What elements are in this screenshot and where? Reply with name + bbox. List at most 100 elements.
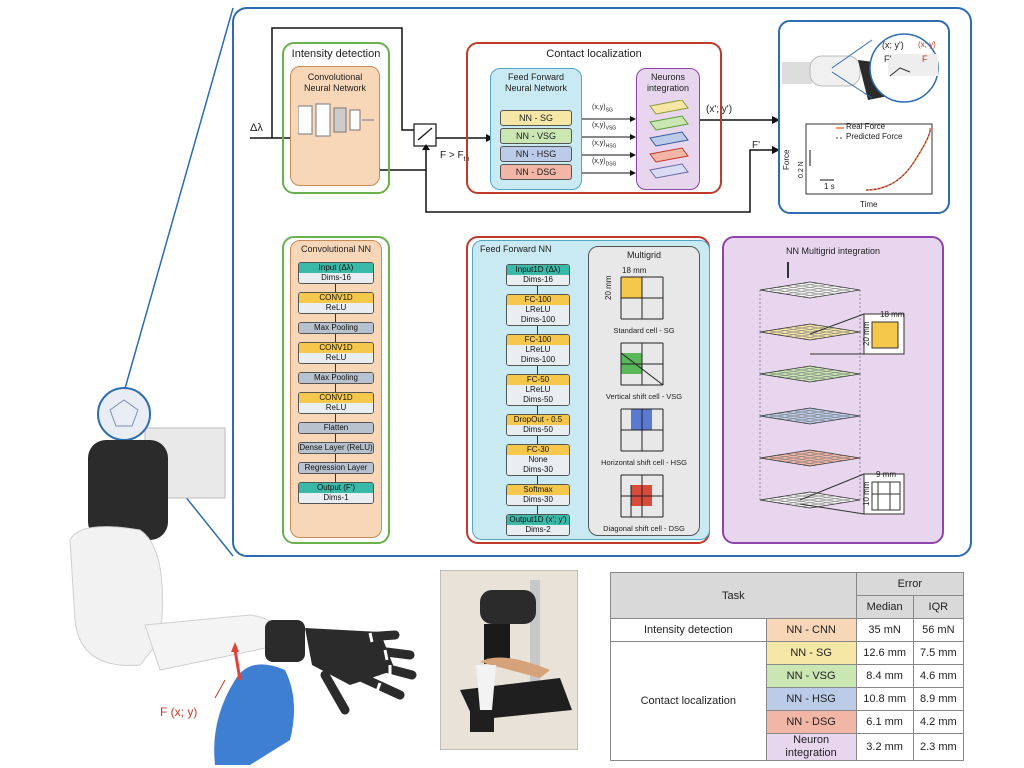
multigrid-cell-label-3: Diagonal shift cell - DSG	[603, 524, 685, 533]
nn-int-w1: 18 mm	[880, 310, 905, 319]
median-cell-2: 8.4 mm	[855, 664, 914, 688]
ff-layer-4-line-1: Dims-50	[507, 425, 569, 435]
multigrid-cell-label-1: Vertical shift cell - VSG	[605, 392, 683, 401]
median-cell-1: 12.6 mm	[855, 641, 914, 665]
ff-layer-0: Input1D (Δλ)Dims-16	[506, 264, 570, 286]
cnn-layer-8-line-0: Regression Layer	[299, 463, 373, 473]
cnn-arrow-0	[335, 284, 336, 292]
cnn-arch-panel	[282, 236, 390, 544]
cnn-arrow-5	[335, 414, 336, 422]
multigrid-title: Multigrid	[626, 250, 661, 260]
cnn-block-title: Convolutional Neural Network	[303, 72, 367, 93]
ff-layer-6-line-0: Softmax	[507, 485, 569, 495]
ff-layer-7-line-1: Dims-2	[507, 525, 569, 535]
nn-output-text-0: (x,y)	[592, 104, 606, 111]
multigrid-cell-label-2: Horizontal shift cell - HSG	[601, 458, 687, 467]
stacked-multigrid-illustration	[759, 262, 905, 515]
ff-arch-title: Feed Forward NN	[480, 244, 552, 254]
ff-layer-3-line-2: Dims-50	[507, 395, 569, 405]
nn-output-sub-3: DSG	[605, 161, 617, 168]
ff-layer-1-line-1: LReLU	[507, 305, 569, 315]
ff-arrow-0	[537, 286, 538, 294]
ff-layer-2-line-0: FC-100	[507, 335, 569, 345]
median-header: Median	[855, 595, 914, 619]
iqr-cell-0: 56 mN	[912, 618, 965, 642]
median-cell-0: 35 mN	[855, 618, 914, 642]
ff-arrow-5	[537, 476, 538, 484]
nn-output-text-1: (x,y)	[592, 122, 606, 129]
cnn-arrow-1	[335, 314, 336, 322]
model-cell-0: NN - CNN	[765, 618, 857, 642]
cnn-arch-title: Convolutional NN	[300, 244, 372, 254]
cnn-layer-0-line-0: Input (Δλ)	[299, 263, 373, 273]
cnn-layer-9: Output (F')Dims-1	[298, 482, 374, 504]
results-table: Task Error Median IQR Intensity detectio…	[610, 572, 965, 761]
task-cell-1: Contact localization	[610, 641, 767, 761]
ff-layer-5-line-0: FC-30	[507, 445, 569, 455]
multigrid-cell-1	[620, 342, 664, 386]
nn-box-3: NN - DSG	[500, 164, 572, 180]
cnn-arrow-7	[335, 454, 336, 462]
model-cell-2: NN - VSG	[765, 664, 857, 688]
cnn-layer-5-line-1: ReLU	[299, 403, 373, 413]
cnn-arrow-2	[335, 334, 336, 342]
ff-layer-1-line-2: Dims-100	[507, 315, 569, 325]
ff-arrow-6	[537, 506, 538, 514]
cnn-layer-9-line-1: Dims-1	[299, 493, 373, 503]
ff-layer-3-line-1: LReLU	[507, 385, 569, 395]
result-f: F	[922, 54, 928, 64]
task-cell-0: Intensity detection	[610, 618, 767, 642]
ff-layer-5-line-2: Dims-30	[507, 465, 569, 475]
nn-output-2: (x,y)HSG	[592, 140, 616, 149]
cnn-layer-1-line-0: CONV1D	[299, 293, 373, 303]
task-header: Task	[610, 572, 857, 619]
cnn-layer-3-line-1: ReLU	[299, 353, 373, 363]
cnn-layer-6-line-0: Flatten	[299, 423, 373, 433]
intensity-detection-panel	[282, 42, 390, 194]
intensity-detection-title: Intensity detection	[291, 48, 381, 60]
model-cell-1: NN - SG	[765, 641, 857, 665]
ff-layer-5-line-1: None	[507, 455, 569, 465]
robot-arm-illustration	[69, 387, 417, 765]
model-cell-5: Neuron integration	[765, 733, 857, 761]
cnn-layer-2-line-0: Max Pooling	[299, 323, 373, 333]
nn-int-h1: 20 mm	[862, 321, 871, 346]
legend-predicted-force: Predicted Force	[846, 132, 903, 141]
cnn-arrow-4	[335, 384, 336, 392]
ff-layer-1-line-0: FC-100	[507, 295, 569, 305]
output-coords: (x'; y')	[706, 104, 733, 115]
lab-setup-photo	[440, 570, 578, 750]
cnn-layer-7: Dense Layer (ReLU)	[298, 442, 374, 454]
contact-force-label: F (x; y)	[160, 705, 198, 719]
ff-arrow-4	[537, 436, 538, 444]
stacked-grids-icon	[649, 100, 689, 179]
ff-layer-0-line-0: Input1D (Δλ)	[507, 265, 569, 275]
cnn-arrow-8	[335, 474, 336, 482]
ff-layer-7: Output1D (x'; y')Dims-2	[506, 514, 570, 536]
ff-layer-3-line-0: FC-50	[507, 375, 569, 385]
nn-output-sub-1: VSG	[605, 125, 617, 132]
nn-int-h2: 10 mm	[862, 481, 871, 506]
cnn-layer-4-line-0: Max Pooling	[299, 373, 373, 383]
cnn-layer-4: Max Pooling	[298, 372, 374, 384]
iqr-cell-4: 4.2 mm	[912, 710, 965, 734]
ff-layer-7-line-0: Output1D (x'; y')	[507, 515, 569, 525]
ff-layer-2-line-2: Dims-100	[507, 355, 569, 365]
cnn-layer-7-line-0: Dense Layer (ReLU)	[299, 443, 373, 453]
nn-output-sub-2: HSG	[605, 143, 617, 150]
legend-real-force: Real Force	[846, 122, 886, 131]
nn-output-0: (x,y)SG	[592, 104, 613, 113]
cnn-layer-0: Input (Δλ)Dims-16	[298, 262, 374, 284]
nn-box-2: NN - HSG	[500, 146, 572, 162]
iqr-cell-1: 7.5 mm	[912, 641, 965, 665]
multigrid-width: 18 mm	[622, 266, 647, 275]
